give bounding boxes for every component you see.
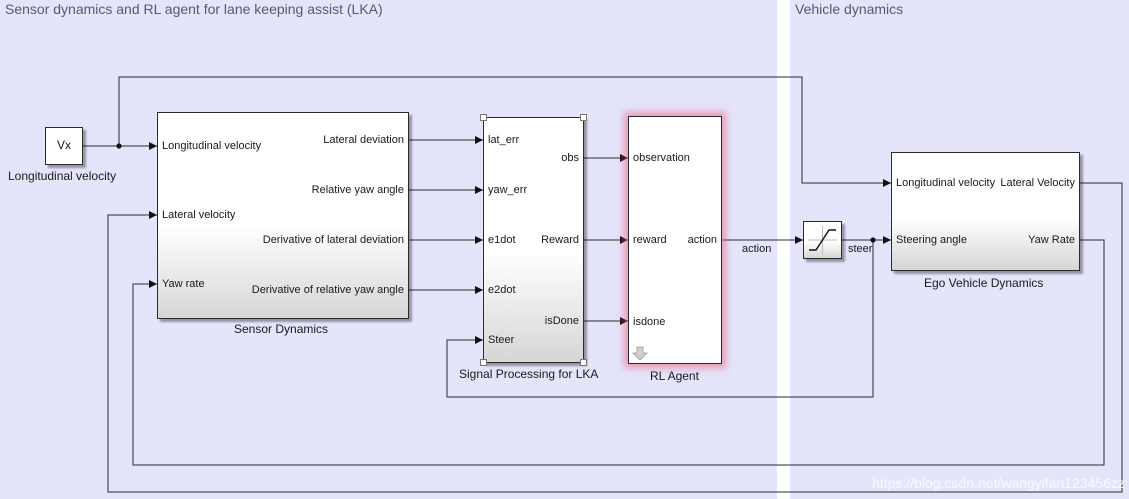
port-out-lateral-deviation: Lateral deviation <box>323 134 404 146</box>
junction-vx <box>116 143 122 149</box>
area-title-sensor-and-agent: Sensor dynamics and RL agent for lane ke… <box>5 1 383 17</box>
wire-steer-feedback <box>446 240 874 398</box>
port-out-yaw-rate: Yaw Rate <box>1028 234 1075 246</box>
port-in-lat-err: lat_err <box>488 134 520 146</box>
port-in-isdone: isdone <box>633 316 666 328</box>
selection-handle-bottom-right[interactable] <box>580 359 587 366</box>
port-in-longitudinal-velocity-ego: Longitudinal velocity <box>896 177 996 189</box>
selection-handle-top-right[interactable] <box>580 114 587 121</box>
port-in-observation: observation <box>633 152 690 164</box>
area-title-vehicle-dynamics: Vehicle dynamics <box>795 1 904 17</box>
rl-agent-block[interactable]: observation reward isdone action <box>628 116 722 364</box>
selection-handle-bottom-left[interactable] <box>480 359 487 366</box>
port-out-derivative-lateral-deviation: Derivative of lateral deviation <box>262 234 404 246</box>
signal-processing-caption: Signal Processing for LKA <box>459 367 599 381</box>
ego-vehicle-dynamics-block[interactable]: Longitudinal velocity Steering angle Lat… <box>891 152 1080 271</box>
port-in-yaw-err: yaw_err <box>488 184 528 196</box>
constant-caption: Longitudinal velocity <box>8 169 117 183</box>
constant-block[interactable]: Vx <box>45 127 83 165</box>
sensor-dynamics-caption: Sensor Dynamics <box>234 322 329 336</box>
port-out-isdone: isDone <box>544 315 579 327</box>
port-out-action: action <box>687 234 717 246</box>
constant-value: Vx <box>56 138 71 152</box>
wire-vx-to-ego <box>118 76 891 187</box>
port-in-steer: Steer <box>488 334 515 346</box>
signal-label-steer: steer <box>848 243 873 255</box>
junction-steer <box>870 237 876 243</box>
port-out-derivative-relative-yaw-angle: Derivative of relative yaw angle <box>251 284 404 296</box>
saturation-icon <box>808 226 837 254</box>
port-out-obs: obs <box>561 152 579 164</box>
port-in-reward: reward <box>633 234 667 246</box>
port-in-e2dot: e2dot <box>488 284 516 296</box>
wire-lat-vel-feedback <box>107 182 1123 493</box>
rl-agent-caption: RL Agent <box>650 369 699 383</box>
signal-processing-block[interactable]: lat_err yaw_err e1dot e2dot Steer obs Re… <box>483 117 584 363</box>
port-in-steering-angle: Steering angle <box>896 234 967 246</box>
port-in-lateral-velocity: Lateral velocity <box>162 209 236 221</box>
wire-yaw-rate-feedback <box>132 239 1105 466</box>
ego-vehicle-caption: Ego Vehicle Dynamics <box>924 276 1044 290</box>
selection-handle-top-left[interactable] <box>480 114 487 121</box>
port-out-relative-yaw-angle: Relative yaw angle <box>311 184 404 196</box>
sensor-dynamics-block[interactable]: Longitudinal velocity Lateral velocity Y… <box>157 112 409 319</box>
watermark: https://blog.csdn.net/wangyifan123456zz <box>872 475 1125 491</box>
port-out-lateral-velocity: Lateral Velocity <box>1000 177 1075 189</box>
saturation-block[interactable] <box>803 221 842 259</box>
signal-label-action: action <box>742 243 772 255</box>
download-arrow-icon <box>632 346 648 361</box>
port-in-e1dot: e1dot <box>488 234 516 246</box>
port-in-longitudinal-velocity: Longitudinal velocity <box>162 140 262 152</box>
port-out-reward: Reward <box>541 234 579 246</box>
port-in-yaw-rate: Yaw rate <box>162 278 205 290</box>
